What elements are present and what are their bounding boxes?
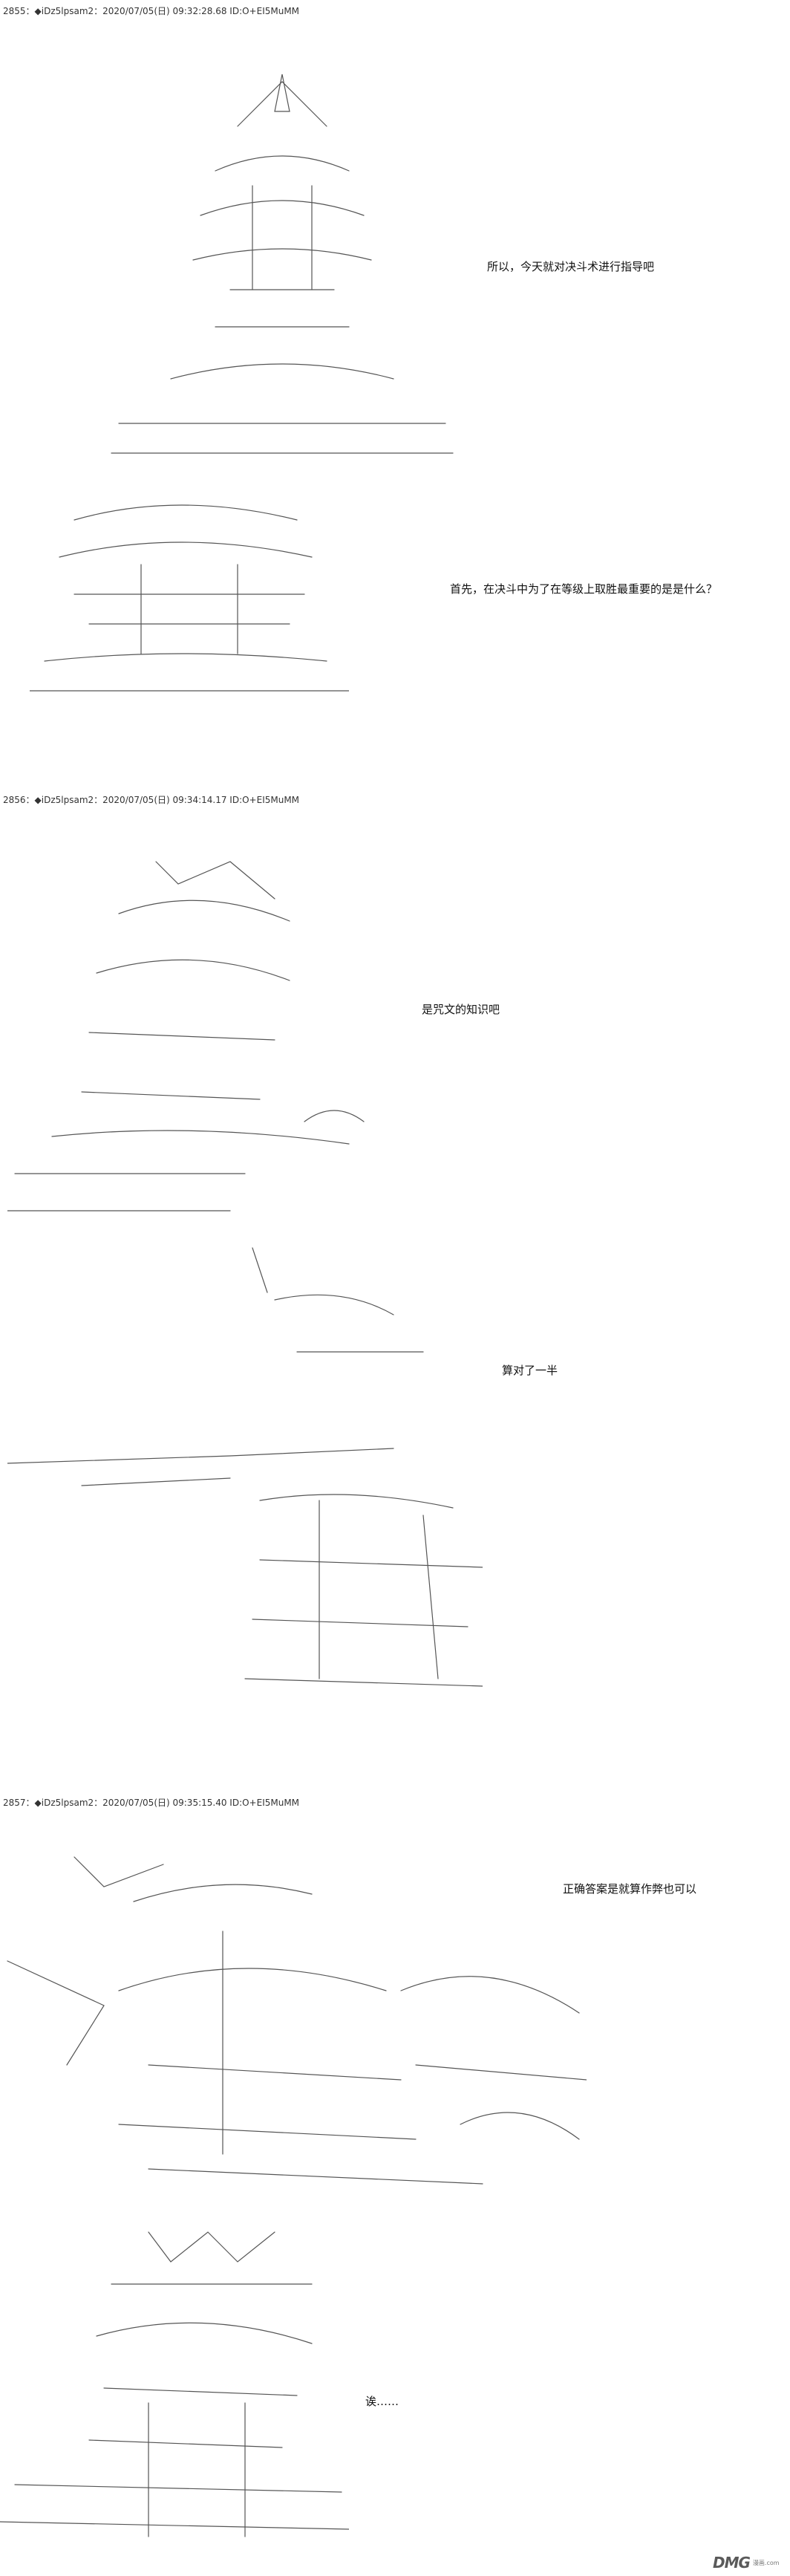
aa-art-hooded-figure: [104, 67, 460, 468]
aa-art-shocked-figure: [0, 2225, 349, 2551]
dialogue-line: 算对了一半: [502, 1364, 558, 1377]
post-header-2857: 2857：◆iDz5lpsam2：2020/07/05(日) 09:35:15.…: [3, 1798, 300, 1808]
dialogue-line: 正确答案是就算作弊也可以: [563, 1882, 697, 1896]
aa-art-battle-scene: [0, 1842, 587, 2206]
dialogue-line: 首先，在决斗中为了在等级上取胜最重要的是是什么？: [450, 582, 718, 596]
watermark-sub: 漫画.com: [752, 2559, 780, 2566]
aa-art-archer-figure: [7, 1233, 483, 1708]
aa-art-chibi-figure: [30, 490, 349, 713]
site-watermark: DMG 漫画.com: [713, 2552, 787, 2573]
post-header-2856: 2856：◆iDz5lpsam2：2020/07/05(日) 09:34:14.…: [3, 795, 300, 805]
dialogue-line: 所以，今天就对决斗术进行指导吧: [487, 260, 655, 273]
aa-art-seated-figure: [7, 854, 379, 1226]
watermark-logo: DMG: [713, 2554, 751, 2572]
post-header-2855: 2855：◆iDz5lpsam2：2020/07/05(日) 09:32:28.…: [3, 6, 300, 16]
dialogue-line: 诶……: [365, 2395, 399, 2408]
dialogue-line: 是咒文的知识吧: [422, 1003, 500, 1016]
